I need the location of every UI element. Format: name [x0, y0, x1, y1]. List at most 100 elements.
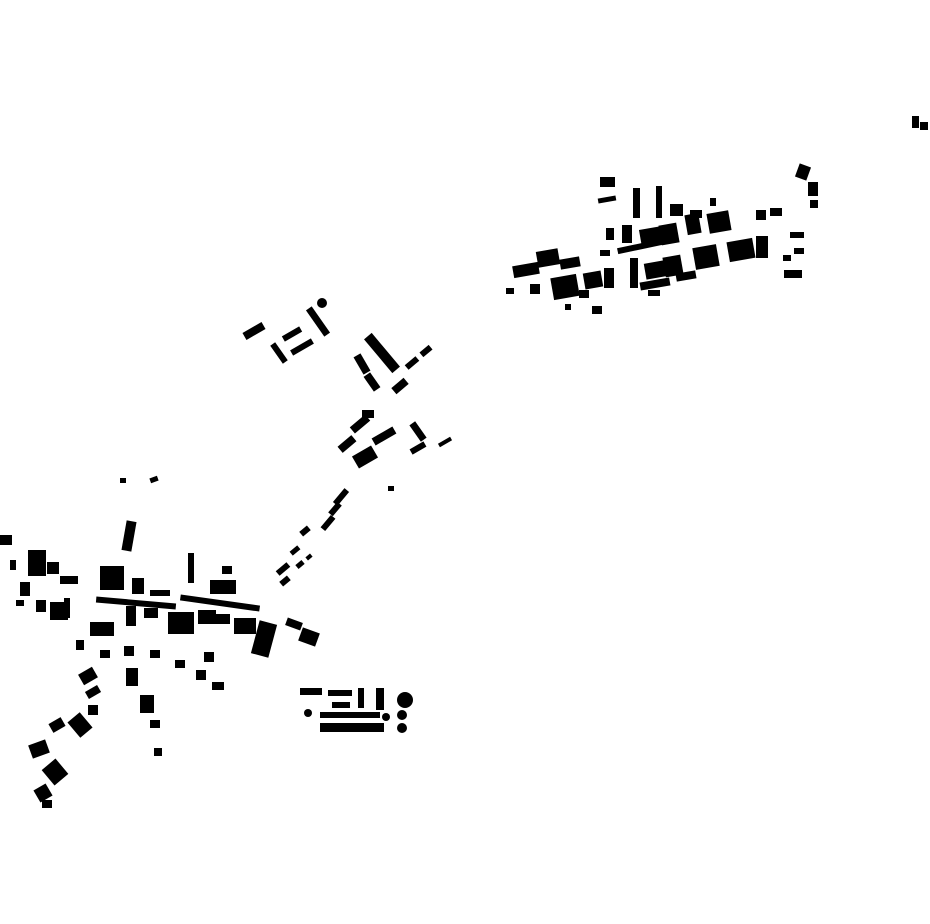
building-footprint: [279, 575, 291, 587]
building-footprint: [409, 441, 427, 455]
round-building-footprint: [397, 723, 407, 733]
building-footprint: [289, 545, 301, 556]
round-building-footprint: [317, 298, 327, 308]
building-footprint: [204, 652, 214, 662]
building-footprint: [100, 650, 110, 658]
building-footprint: [320, 712, 380, 718]
building-footprint: [76, 640, 84, 650]
building-footprint: [810, 200, 818, 208]
building-footprint: [149, 475, 159, 484]
building-footprint: [320, 723, 384, 732]
building-footprint: [622, 225, 632, 243]
building-footprint: [33, 783, 53, 803]
building-footprint: [222, 566, 232, 574]
building-footprint: [88, 705, 98, 715]
building-footprint: [121, 520, 137, 552]
building-footprint: [300, 688, 322, 695]
building-footprint: [42, 800, 52, 808]
building-footprint: [684, 212, 702, 236]
building-footprint: [120, 478, 126, 483]
building-footprint: [388, 486, 394, 491]
building-footprint: [794, 163, 812, 181]
building-footprint: [285, 617, 303, 631]
building-footprint: [358, 688, 364, 708]
building-footprint: [299, 525, 311, 537]
building-footprint: [124, 646, 134, 656]
building-footprint: [597, 195, 617, 204]
building-footprint: [305, 306, 331, 337]
building-footprint: [351, 445, 379, 469]
building-footprint: [639, 277, 671, 291]
building-footprint: [216, 614, 230, 624]
building-footprint: [710, 198, 716, 206]
building-footprint: [437, 436, 453, 448]
building-footprint: [638, 226, 664, 244]
building-footprint: [337, 435, 357, 453]
building-footprint: [363, 372, 381, 392]
building-footprint: [630, 258, 638, 288]
building-footprint: [132, 578, 144, 594]
building-footprint: [783, 255, 791, 261]
building-footprint: [95, 596, 177, 610]
building-footprint: [154, 748, 162, 756]
south-industrial-site: [300, 688, 413, 733]
northeast-settlement: [506, 163, 818, 314]
building-footprint: [16, 600, 24, 606]
building-footprint: [409, 421, 427, 442]
building-footprint: [275, 562, 291, 576]
building-footprint: [692, 244, 720, 270]
building-footprint: [67, 712, 93, 738]
building-footprint: [41, 758, 69, 786]
building-footprint: [90, 622, 114, 636]
building-footprint: [196, 670, 206, 680]
building-footprint: [28, 739, 50, 759]
building-footprint: [328, 690, 352, 696]
building-footprint: [662, 254, 684, 278]
building-footprint: [10, 560, 16, 570]
building-footprint: [281, 326, 303, 342]
building-footprint: [790, 232, 804, 238]
building-footprint: [530, 284, 540, 294]
building-footprint: [559, 256, 581, 270]
round-building-footprint: [397, 710, 407, 720]
building-footprint: [512, 261, 540, 279]
building-footprint: [47, 562, 59, 574]
building-footprint: [371, 426, 397, 446]
building-footprint: [250, 620, 278, 658]
building-footprint: [362, 410, 374, 418]
building-footprint: [242, 322, 266, 340]
building-footprint: [656, 186, 662, 218]
building-footprint: [376, 688, 384, 710]
building-footprint: [648, 290, 660, 296]
building-footprint: [756, 210, 766, 220]
building-footprint: [175, 660, 185, 668]
building-footprint: [582, 270, 604, 290]
building-footprint: [150, 650, 160, 658]
building-footprint: [550, 273, 580, 301]
building-footprint: [617, 235, 677, 255]
building-footprint: [36, 600, 46, 612]
building-footprint: [270, 342, 288, 364]
building-footprint: [600, 250, 610, 256]
building-footprint: [726, 237, 756, 263]
building-footprint: [126, 606, 136, 626]
building-footprint: [168, 612, 194, 634]
building-footprint: [670, 204, 683, 216]
building-footprint: [784, 270, 802, 278]
building-footprint: [64, 598, 70, 618]
building-footprint: [706, 210, 732, 234]
building-footprint: [332, 702, 350, 708]
building-footprint: [600, 177, 615, 187]
building-footprint: [100, 566, 124, 590]
building-footprint: [48, 717, 66, 733]
building-footprint: [794, 248, 804, 254]
building-footprint: [0, 535, 12, 545]
round-building-footprint: [382, 713, 390, 721]
building-footprint: [364, 332, 400, 374]
building-footprint: [140, 695, 154, 713]
building-footprint: [305, 553, 313, 561]
building-footprint: [643, 260, 667, 280]
building-footprint: [404, 356, 420, 370]
